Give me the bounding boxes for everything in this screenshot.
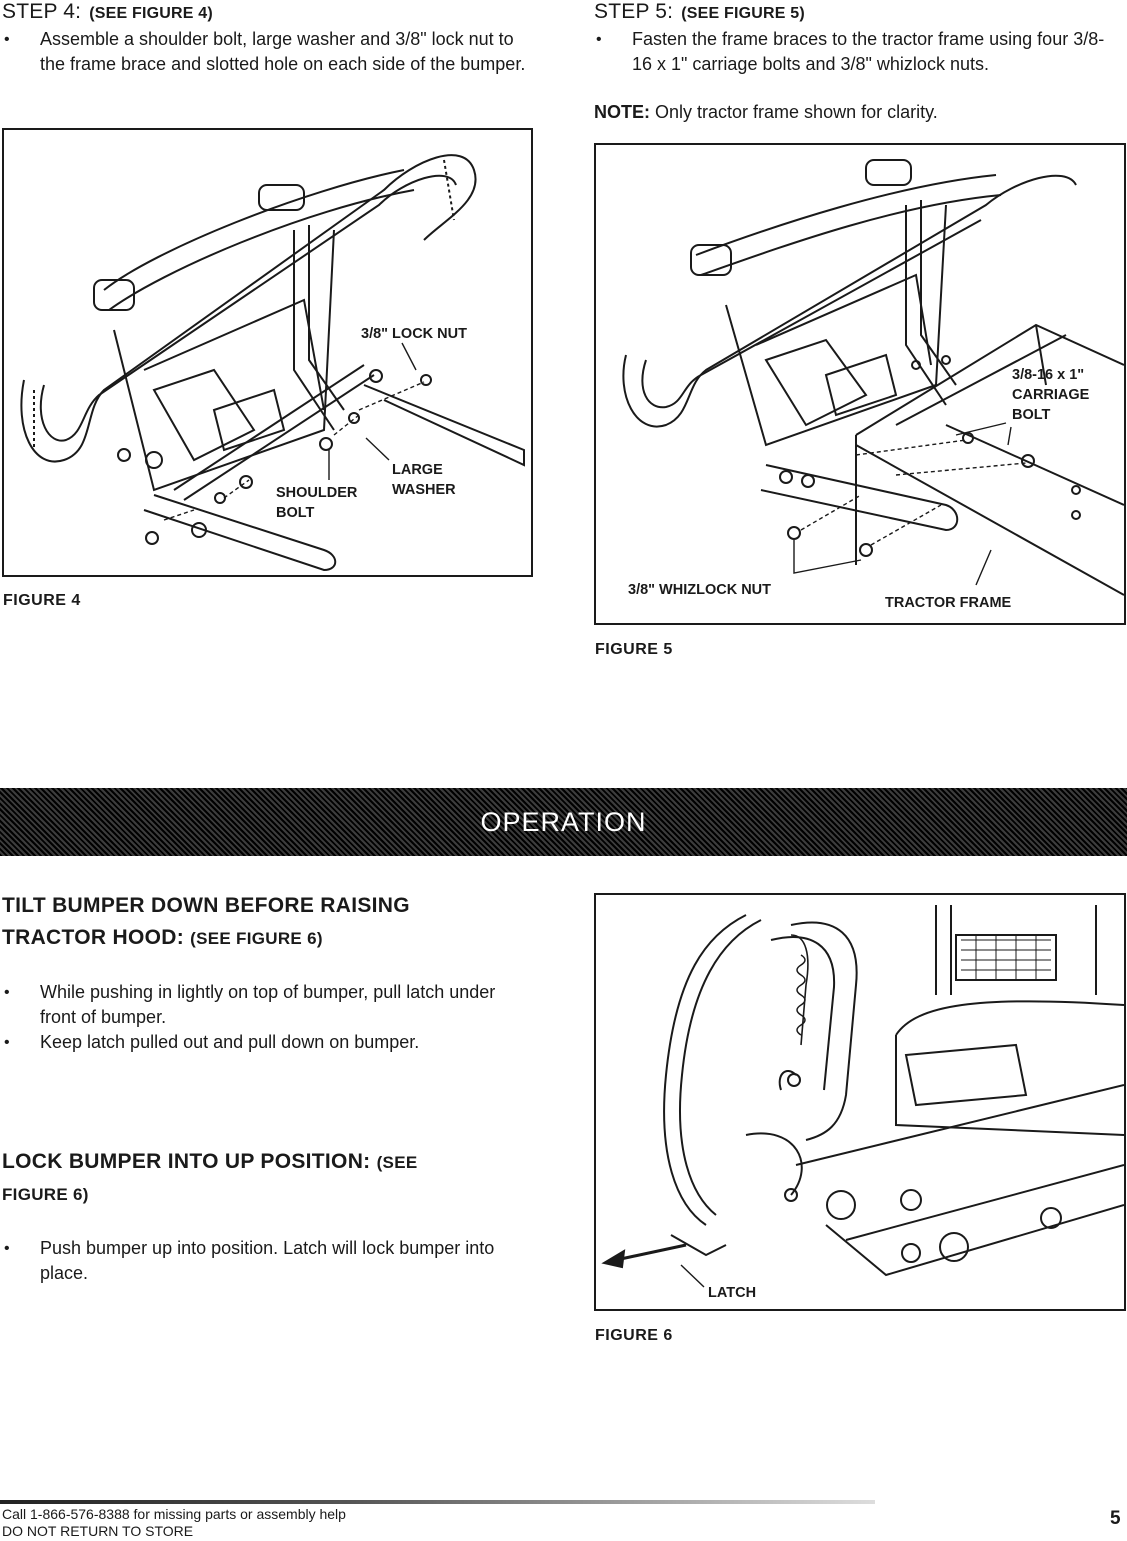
callout-shoulder-bolt-line1: SHOULDER [276, 485, 358, 501]
list-item: •While pushing in lightly on top of bump… [4, 982, 496, 1027]
callout-whizlock-nut: 3/8" WHIZLOCK NUT [628, 582, 772, 598]
note-label: NOTE: [594, 102, 650, 122]
bullet-icon: • [4, 984, 10, 1001]
figure-6-illustration [601, 905, 1124, 1288]
footer-divider [0, 1500, 875, 1504]
lock-heading-line1: LOCK BUMPER INTO UP POSITION: (SEE [2, 1150, 418, 1173]
figure-4: 3/8" LOCK NUT LARGE WASHER SHOULDER BOLT [2, 128, 533, 577]
tilt-heading-line1: TILT BUMPER DOWN BEFORE RAISING [2, 894, 410, 917]
step5-heading: STEP 5: (SEE FIGURE 5) [594, 0, 805, 24]
callout-lock-nut: 3/8" LOCK NUT [361, 326, 467, 342]
bullet-icon: • [4, 31, 10, 48]
step5-note: NOTE: Only tractor frame shown for clari… [594, 102, 938, 123]
operation-banner: OPERATION [0, 788, 1127, 856]
list-item: •Keep latch pulled out and pull down on … [2, 1030, 532, 1055]
callout-carriage-bolt-line3: BOLT [1012, 407, 1051, 423]
bullet-icon: • [4, 1034, 10, 1051]
list-item: •Fasten the frame braces to the tractor … [596, 29, 1105, 74]
list-item: •Assemble a shoulder bolt, large washer … [4, 29, 526, 74]
bullet-icon: • [596, 31, 602, 48]
figure-6: LATCH [594, 893, 1126, 1311]
tilt-ref: (SEE FIGURE 6) [190, 929, 323, 948]
lock-ref-1: (SEE [376, 1153, 418, 1172]
callout-latch: LATCH [708, 1285, 757, 1301]
figure-5-caption: FIGURE 5 [595, 641, 673, 658]
step5-label: STEP 5: [594, 0, 674, 23]
figure-4-illustration [20, 154, 525, 572]
page-number: 5 [1110, 1508, 1121, 1529]
callout-large-washer-line2: WASHER [392, 482, 456, 498]
callout-carriage-bolt-line2: CARRIAGE [1012, 387, 1090, 403]
figure-6-caption: FIGURE 6 [595, 1327, 673, 1344]
note-text: Only tractor frame shown for clarity. [655, 102, 938, 122]
bullet-icon: • [4, 1240, 10, 1257]
step4-bullets: •Assemble a shoulder bolt, large washer … [2, 27, 532, 77]
callout-tractor-frame: TRACTOR FRAME [885, 595, 1012, 611]
step5-bullets: •Fasten the frame braces to the tractor … [594, 27, 1124, 77]
tilt-bullets: •While pushing in lightly on top of bump… [2, 980, 532, 1055]
step5-ref: (SEE FIGURE 5) [681, 5, 805, 22]
lock-heading: LOCK BUMPER INTO UP POSITION: (SEE FIGUR… [2, 1146, 562, 1211]
callout-large-washer-line1: LARGE [392, 462, 443, 478]
tilt-heading: TILT BUMPER DOWN BEFORE RAISING TRACTOR … [2, 890, 562, 955]
figure-5: 3/8-16 x 1" CARRIAGE BOLT 3/8" WHIZLOCK … [594, 143, 1126, 625]
footer-return-line: DO NOT RETURN TO STORE [2, 1523, 194, 1539]
footer-help-line: Call 1-866-576-8388 for missing parts or… [2, 1506, 346, 1522]
operation-title: OPERATION [480, 806, 647, 837]
callout-shoulder-bolt-line2: BOLT [276, 505, 315, 521]
lock-bullets: •Push bumper up into position. Latch wil… [2, 1236, 532, 1286]
step4-heading: STEP 4: (SEE FIGURE 4) [2, 0, 213, 24]
step4-label: STEP 4: [2, 0, 82, 23]
lock-ref-2: FIGURE 6) [2, 1185, 89, 1204]
callout-carriage-bolt-line1: 3/8-16 x 1" [1012, 367, 1085, 383]
tilt-heading-line2: TRACTOR HOOD: (SEE FIGURE 6) [2, 926, 323, 949]
figure-4-caption: FIGURE 4 [3, 592, 81, 609]
list-item: •Push bumper up into position. Latch wil… [4, 1238, 495, 1283]
step4-ref: (SEE FIGURE 4) [89, 5, 213, 22]
figure-5-illustration [622, 159, 1124, 596]
